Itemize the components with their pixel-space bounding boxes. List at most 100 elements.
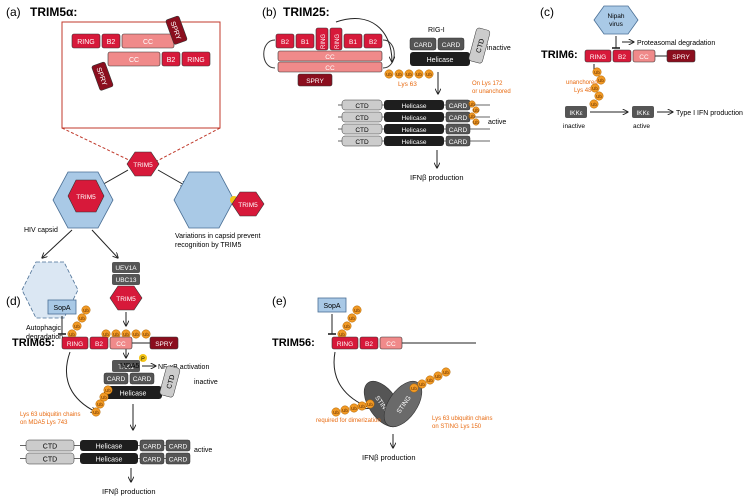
ubiquitin-label: Ub <box>598 78 604 83</box>
trim6-spry <box>666 49 696 63</box>
variations-label: Variations in capsid prevent <box>175 233 261 240</box>
ubiquitin-label: Ub <box>143 332 149 337</box>
rigi-ctd <box>468 27 491 64</box>
uev1a-label: UEV1A <box>115 265 137 272</box>
trim25-ring-2 <box>329 27 343 51</box>
ubiquitin-label: Ub <box>93 410 99 415</box>
mda5-card-1 <box>103 372 129 385</box>
ikke-inactive-state: inactive <box>563 123 585 130</box>
trim56-b2 <box>359 336 379 350</box>
trim56-cc-label: CC <box>386 341 396 348</box>
trim6-b2 <box>612 49 632 63</box>
ring-label: RING <box>77 39 95 46</box>
trim25-ring-label-2: RING <box>335 34 341 49</box>
ubiquitin-label: Ub <box>469 114 475 119</box>
rigi-ctd-active-label: CTD <box>355 115 369 122</box>
variations-label-2: recognition by TRIM5 <box>175 242 242 249</box>
ubiquitin <box>365 399 375 409</box>
b2-label: B2 <box>107 39 116 46</box>
ubiquitin-label: Ub <box>333 410 339 415</box>
ubiquitin-label: Ub <box>69 332 75 337</box>
phosphate-label: P <box>141 357 145 363</box>
ubiquitin <box>103 385 113 395</box>
ifnb-label-b: IFNβ production <box>410 173 464 182</box>
ubiquitin-label: Ub <box>354 308 360 313</box>
rigi-card-active <box>445 123 471 135</box>
required-label: required for dimerization <box>316 418 381 424</box>
mda5-helicase-active <box>80 453 138 464</box>
trim25-cc-label: CC <box>325 54 335 61</box>
tak1-label: TAK1 <box>118 364 134 371</box>
lys63-label-d: Lys 63 ubiquitin chains <box>20 412 80 418</box>
rigi-helicase-active <box>384 136 444 146</box>
mda5-inactive-label: inactive <box>194 379 218 386</box>
panel-c: (c) Nipah virus Proteasomal degradation … <box>540 5 743 130</box>
ubiquitin-label: Ub <box>473 120 479 125</box>
b2-domain <box>101 33 121 49</box>
ikke-active-box <box>632 106 654 118</box>
nipah-label-1: Nipah <box>608 13 625 20</box>
ubiquitin-label: Ub <box>435 374 441 379</box>
panel-d-letter: (d) <box>6 294 21 308</box>
ifnb-label-e: IFNβ production <box>362 453 416 462</box>
rigi-card-active-label: CARD <box>449 139 468 146</box>
ring-label-2: RING <box>187 57 205 64</box>
ubiquitin <box>472 118 480 126</box>
mda5-card-active-2 <box>165 452 191 465</box>
trim65-b2 <box>89 336 109 350</box>
rigi-inactive-label: inactive <box>487 45 511 52</box>
ubiquitin-label: Ub <box>386 72 392 77</box>
lys150-label: on STING Lys 150 <box>432 424 482 430</box>
cc-label: CC <box>143 39 153 46</box>
ikke-active-state: active <box>633 123 650 130</box>
ubiquitin-label: Ub <box>342 408 348 413</box>
trim56-to-sting-arrow <box>333 351 370 408</box>
rigi-helicase-label: Helicase <box>427 57 454 64</box>
ubiquitin-label: Ub <box>344 324 350 329</box>
ubiquitin <box>409 383 419 393</box>
mda5-card-2 <box>129 372 155 385</box>
ubiquitin <box>141 329 151 339</box>
rigi-ctd-active <box>341 99 383 111</box>
rigi-helicase-active-label: Helicase <box>402 115 427 122</box>
ubiquitin-label: Ub <box>339 332 345 337</box>
ubiquitin <box>433 371 443 381</box>
ubiquitin-label: Ub <box>416 72 422 77</box>
ubc13-box <box>112 274 140 285</box>
lys743-label: on MDA5 Lys 743 <box>20 420 68 426</box>
ubiquitin-label: Ub <box>101 395 107 400</box>
mda5-active-label: active <box>194 447 212 454</box>
nipah-label-2: virus <box>609 21 623 28</box>
mda5-card-active-label: CARD <box>143 457 162 464</box>
panel-e-letter: (e) <box>272 294 287 308</box>
ubiquitin <box>596 75 606 85</box>
trim25-cc-2 <box>277 61 383 73</box>
ubiquitin-label: Ub <box>97 402 103 407</box>
rigi-card-active-label: CARD <box>449 115 468 122</box>
trim25-dimer: B2 B1 RING RING B1 B2 CC CC SPRY <box>263 27 395 87</box>
trim25-b1-label: B1 <box>301 39 309 46</box>
trim6-cc-label: CC <box>639 54 649 61</box>
rigi-helicase <box>410 52 470 66</box>
ubiquitin-label: Ub <box>113 332 119 337</box>
ubiquitin <box>91 407 101 417</box>
trim25-b2-label-2: B2 <box>369 39 377 46</box>
mda5-ctd-active <box>25 439 75 452</box>
ubiquitin <box>352 305 362 315</box>
trim25-b2-2 <box>363 33 383 49</box>
nipah-virus-hexagon <box>593 5 639 35</box>
rigi-ctd-active <box>341 135 383 147</box>
ubiquitin-label: Ub <box>123 332 129 337</box>
mda5-ctd-active <box>25 452 75 465</box>
ubiquitin <box>592 67 602 77</box>
ubiquitin <box>472 106 480 114</box>
unanchored-label-c: unanchored <box>566 80 598 86</box>
ubiquitin-label: Ub <box>79 316 85 321</box>
ubiquitin <box>81 305 91 315</box>
ubiquitin <box>131 329 141 339</box>
rigi-card-active-label: CARD <box>449 127 468 134</box>
